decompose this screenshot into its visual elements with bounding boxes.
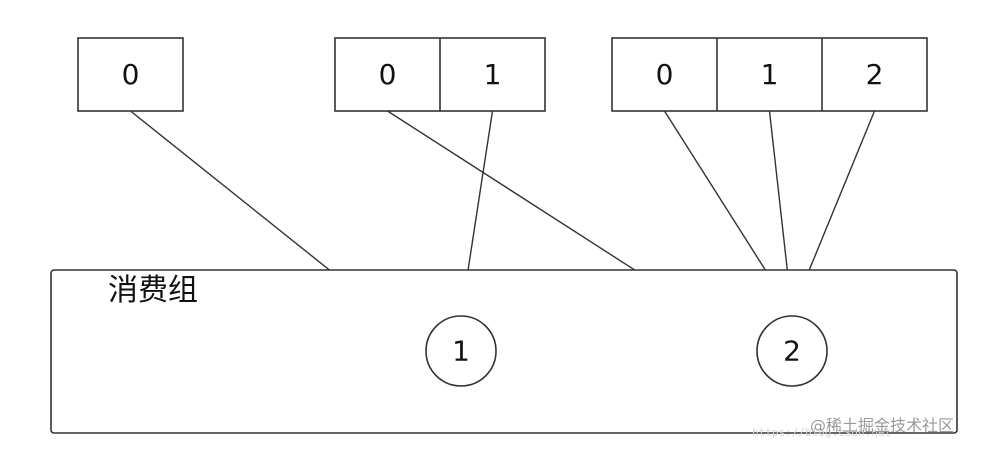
partition-group-2: 0 1 2 [611, 37, 928, 112]
consumer-group: 消费组 [50, 269, 958, 434]
watermark-text: @稀土掘金技术社区 [810, 416, 954, 435]
partition-cell-label: 1 [484, 58, 502, 91]
consumer-2: 2 [756, 315, 828, 387]
consumer-group-box [50, 269, 958, 434]
partition-group-outline [77, 37, 184, 112]
consumer-circle [425, 315, 497, 387]
partition-cell-label: 0 [379, 58, 397, 91]
watermark: https://blog.csdn.net @稀土掘金技术社区 [752, 416, 954, 439]
partition-group-0: 0 [77, 37, 184, 112]
partition-cell-label: 2 [866, 58, 884, 91]
consumer-circle [756, 315, 828, 387]
partition-group-outline [611, 37, 928, 112]
consumer-1: 1 [425, 315, 497, 387]
consumer-group-label: 消费组 [108, 273, 198, 308]
partition-cell-label: 1 [761, 58, 779, 91]
arrow-line [768, 110, 792, 301]
consumer-label: 1 [452, 335, 470, 368]
partition-cell-label: 0 [122, 58, 140, 91]
watermark-faint-url: https://blog.csdn.net [752, 426, 891, 439]
consumer-label: 2 [783, 335, 801, 368]
partition-cell-label: 0 [656, 58, 674, 91]
